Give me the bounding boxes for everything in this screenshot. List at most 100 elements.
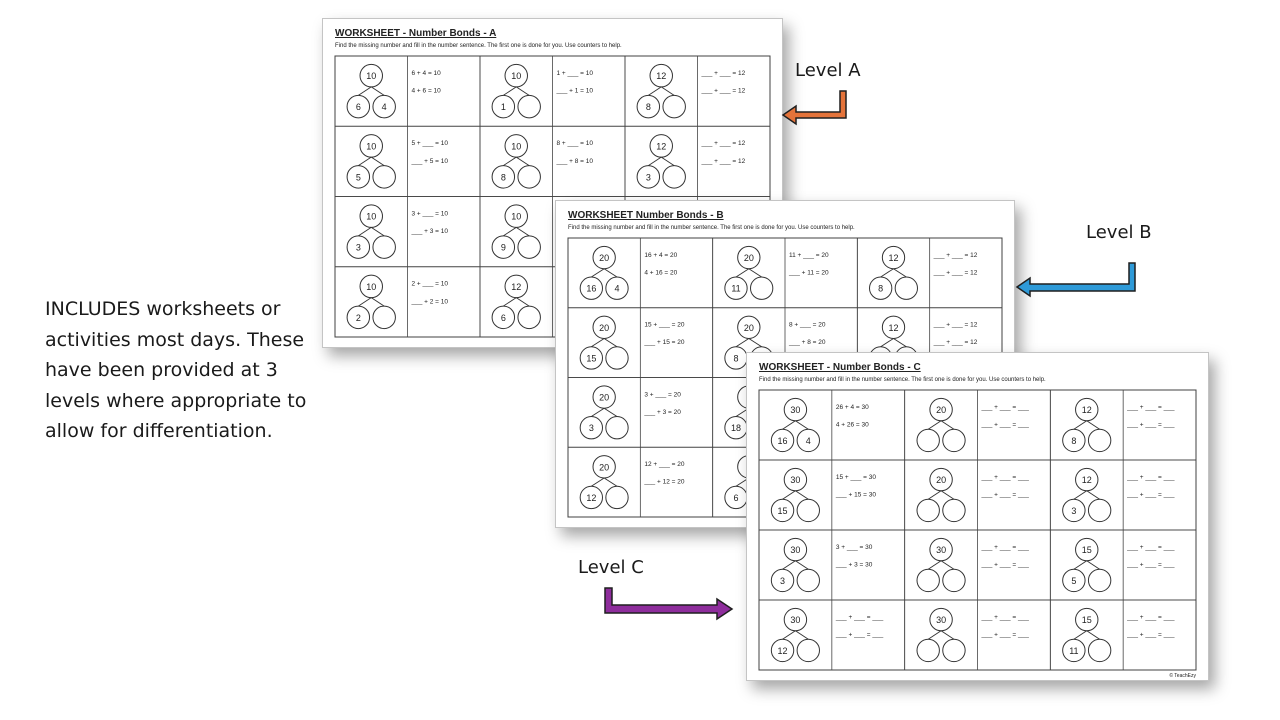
bond-link <box>795 630 809 640</box>
whole-value: 15 <box>1082 545 1092 555</box>
whole-circle <box>592 245 616 270</box>
whole-value: 12 <box>656 71 666 81</box>
number-sentence: 6 + 4 = 10 <box>412 70 442 77</box>
part-circle-left <box>1062 498 1086 523</box>
part-circle-left <box>1062 568 1086 593</box>
part-left-value: 15 <box>586 353 596 363</box>
whole-value: 12 <box>656 141 666 151</box>
part-left-value: 11 <box>1069 646 1078 656</box>
number-sentence: ___ + 2 = 10 <box>411 298 449 305</box>
part-left-value: 11 <box>731 284 740 294</box>
bond-link <box>603 477 618 487</box>
number-sentence: ___ + 8 = 20 <box>788 339 826 346</box>
level-b-label: Level B <box>1086 222 1152 243</box>
worksheet-cell: 20___ + ___ = ______ + ___ = ___ <box>904 389 1051 461</box>
bond-link <box>503 156 517 166</box>
worksheet-b-instructions: Find the missing number and fill in the … <box>568 225 855 231</box>
part-circle-right <box>605 276 629 300</box>
whole-value: 30 <box>790 615 800 625</box>
number-sentence: 8 + ___ = 20 <box>789 322 826 329</box>
number-sentence: ___ + ___ = 12 <box>701 140 746 147</box>
number-sentence: 3 + ___ = 20 <box>644 391 681 398</box>
whole-value: 20 <box>936 405 946 415</box>
part-left-value: 8 <box>1071 436 1076 446</box>
part-left-value: 15 <box>778 506 788 516</box>
bond-link <box>1086 420 1100 430</box>
number-sentence: ___ + ___ = ___ <box>1126 491 1175 498</box>
part-circle-right <box>372 305 396 330</box>
bond-link <box>591 407 605 417</box>
part-left-value: 5 <box>356 172 361 182</box>
whole-value: 12 <box>888 323 898 333</box>
bond-link <box>1073 420 1087 430</box>
bond-link <box>1086 490 1100 500</box>
part-left-value: 6 <box>501 313 506 323</box>
whole-value: 20 <box>599 323 609 333</box>
bond-link <box>1073 490 1087 500</box>
part-circle-left <box>636 94 661 119</box>
bond-link <box>927 420 942 430</box>
part-circle-right <box>942 638 966 663</box>
whole-circle <box>881 245 906 270</box>
part-circle-left <box>491 235 516 259</box>
whole-value: 20 <box>744 253 754 263</box>
part-circle-left <box>869 276 893 300</box>
whole-value: 20 <box>936 475 946 485</box>
whole-circle <box>783 467 808 492</box>
number-sentence: ___ + ___ = ___ <box>981 631 1030 638</box>
part-circle-left <box>491 305 516 330</box>
number-sentence: ___ + ___ = ___ <box>981 544 1030 551</box>
whole-circle <box>783 607 808 632</box>
whole-circle <box>504 134 528 158</box>
bond-link <box>516 227 530 237</box>
number-sentence: 4 + 16 = 20 <box>644 269 677 276</box>
part-circle-right <box>372 235 396 259</box>
whole-circle <box>929 467 953 492</box>
part-circle-right <box>796 498 820 523</box>
whole-circle <box>649 63 673 88</box>
part-circle-right <box>942 498 966 523</box>
whole-circle <box>359 274 383 299</box>
whole-circle <box>504 204 528 228</box>
number-sentence: ___ + ___ = 12 <box>933 252 978 259</box>
bond-link <box>893 268 907 278</box>
whole-circle <box>592 315 616 339</box>
whole-value: 10 <box>366 282 376 292</box>
number-sentence: ___ + 3 = 20 <box>643 409 681 416</box>
bond-link <box>503 227 517 237</box>
part-circle-right <box>605 485 629 510</box>
whole-circle <box>1075 537 1099 562</box>
bond-link <box>503 86 517 96</box>
number-sentence: ___ + ___ = 12 <box>701 158 746 165</box>
whole-value: 15 <box>1082 615 1092 625</box>
number-sentence: 15 + ___ = 30 <box>836 474 877 481</box>
whole-value: 10 <box>366 71 376 81</box>
whole-circle <box>1075 467 1099 492</box>
number-sentence: ___ + ___ = ___ <box>981 491 1030 498</box>
part-circle-right <box>372 94 396 119</box>
part-circle-right <box>750 276 774 300</box>
part-left-value: 2 <box>356 313 361 323</box>
bond-link <box>516 156 530 166</box>
whole-value: 12 <box>511 282 521 292</box>
bond-link <box>371 227 385 237</box>
bond-link <box>735 338 750 348</box>
part-circle-left <box>579 485 603 510</box>
number-sentence: ___ + 3 = 30 <box>835 561 873 568</box>
part-left-value: 3 <box>1071 506 1076 516</box>
part-circle-right <box>942 568 966 593</box>
bond-link <box>940 420 955 430</box>
part-left-value: 6 <box>733 493 738 503</box>
part-circle-left <box>579 416 603 440</box>
part-circle-left <box>1062 428 1086 453</box>
number-sentence: ___ + ___ = ___ <box>1126 474 1175 481</box>
